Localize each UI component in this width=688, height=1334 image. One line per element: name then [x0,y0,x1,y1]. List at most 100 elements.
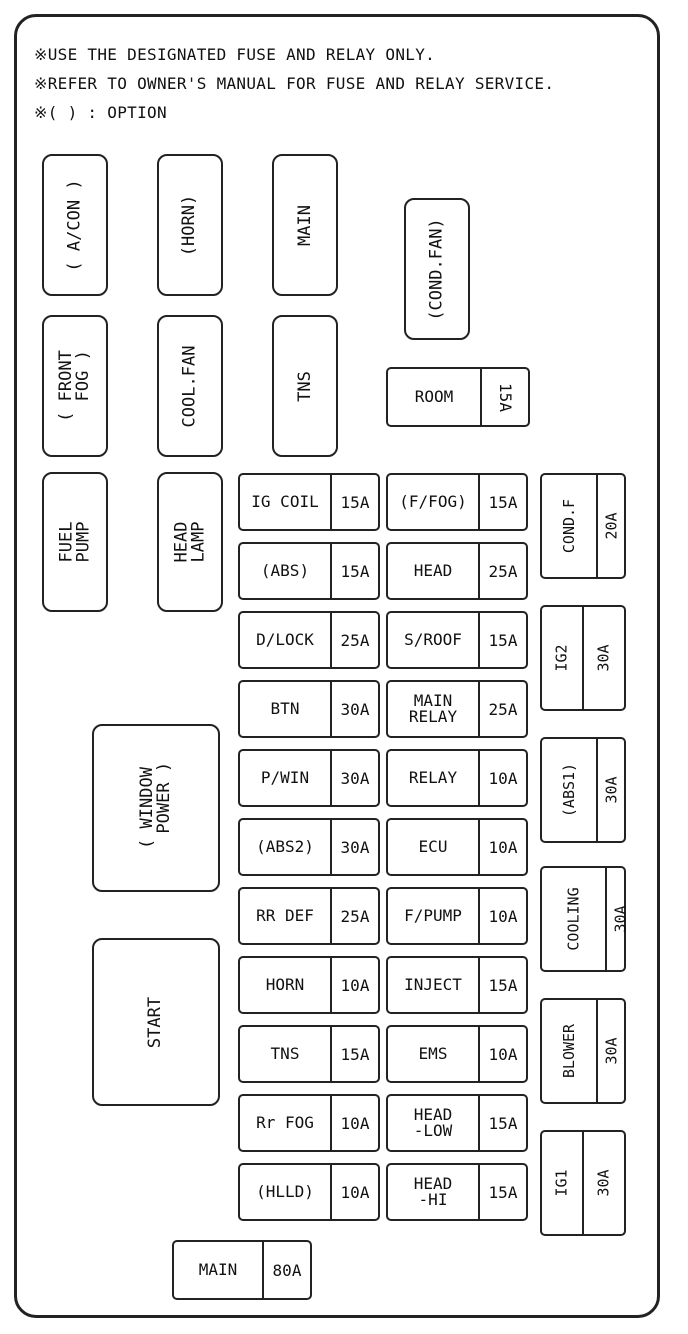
relay-tns: TNS [272,315,338,457]
fuse-name: (ABS) [260,561,310,580]
fuse-amp: 15A [478,475,526,529]
relay-label: ( A/CON ) [64,178,85,272]
notes: ※USE THE DESIGNATED FUSE AND RELAY ONLY.… [34,40,554,127]
relay-head-lamp: HEAD LAMP [157,472,223,612]
fusible-link-1: IG2 30A [540,605,626,711]
link-name: (ABS1) [560,762,579,818]
link-amp-cell: 30A [596,739,625,841]
fuse-name: (F/FOG) [399,492,467,511]
fuse-left-1: (ABS) 15A [238,542,380,600]
relay-front-fog: ( FRONT FOG ) [42,315,108,457]
fuse-right-3: MAIN RELAY 25A [386,680,528,738]
relay-label: HEAD LAMP [170,521,208,563]
fuse-amp: 10A [478,751,526,805]
relay-label: (COND.FAN) [426,217,447,321]
fuse-name: HORN [265,975,305,994]
fuse-left-9: Rr FOG 10A [238,1094,380,1152]
fuse-amp: 15A [478,613,526,667]
relay-start: START [92,938,220,1106]
link-amp-cell: 30A [582,1132,624,1234]
fusible-link-5: IG1 30A [540,1130,626,1236]
fuse-main: MAIN 80A [172,1240,312,1300]
fuse-name: INJECT [404,975,462,994]
link-name: IG2 [553,644,571,672]
fuse-amp: 10A [478,889,526,943]
fusible-link-3: COOLING 30A [540,866,630,972]
fuse-right-4: RELAY 10A [386,749,528,807]
relay-label: START [145,996,166,1048]
fuse-right-10: HEAD -HI 15A [386,1163,528,1221]
fuse-amp: 10A [478,1027,526,1081]
relay-label: COOL.FAN [179,345,200,427]
link-amp: 30A [602,1037,621,1065]
link-amp: 30A [602,776,621,804]
fuse-amp: 15A [478,1165,526,1219]
fuse-left-6: RR DEF 25A [238,887,380,945]
relay-main: MAIN [272,154,338,296]
fuse-right-0: (F/FOG) 15A [386,473,528,531]
fuse-name: RR DEF [256,906,314,925]
link-name-cell: COND.F [542,475,596,577]
fuse-amp: 25A [330,889,378,943]
link-name-cell: IG1 [542,1132,582,1234]
link-amp: 30A [595,644,613,672]
relay-label: MAIN [294,204,315,246]
fuse-amp: 80A [262,1242,310,1298]
relay-label: ( FRONT FOG ) [56,350,93,422]
fuse-name: (ABS2) [256,837,314,856]
relay-fuel-pump: FUEL PUMP [42,472,108,612]
link-amp-cell: 20A [596,475,625,577]
fuse-left-5: (ABS2)30A [238,818,380,876]
fuse-name: D/LOCK [256,630,314,649]
fuse-name: Rr FOG [256,1113,314,1132]
relay-horn: (HORN) [157,154,223,296]
fuse-name: BTN [270,699,300,718]
relay-label: ( WINDOW POWER ) [137,761,174,849]
fuse-name: EMS [418,1044,448,1063]
fuse-name: (HLLD) [256,1182,314,1201]
fuse-amp: 15A [330,544,378,598]
fuse-right-6: F/PUMP 10A [386,887,528,945]
fuse-amp: 10A [330,1096,378,1150]
link-amp-cell: 30A [605,868,634,970]
link-name: IG1 [553,1169,571,1197]
fuse-amp-label: 15A [495,382,515,412]
fuse-right-8: EMS 10A [386,1025,528,1083]
fuse-amp: 30A [330,682,378,736]
relay-label: TNS [294,370,315,402]
link-name-cell: IG2 [542,607,582,709]
fuse-right-9: HEAD -LOW 15A [386,1094,528,1152]
link-amp: 30A [611,905,630,933]
fuse-left-7: HORN 10A [238,956,380,1014]
fuse-name: RELAY [408,768,458,787]
fuse-amp: 15A [480,369,528,425]
note-line: ※USE THE DESIGNATED FUSE AND RELAY ONLY. [34,45,436,64]
fusible-link-2: (ABS1) 30A [540,737,626,843]
link-name-cell: BLOWER [542,1000,596,1102]
link-name-cell: COOLING [542,868,605,970]
fuse-amp: 15A [478,1096,526,1150]
fuse-amp: 10A [330,958,378,1012]
note-line: ※REFER TO OWNER'S MANUAL FOR FUSE AND RE… [34,74,555,93]
link-name: COND.F [560,498,579,554]
relay-cond-fan: (COND.FAN) [404,198,470,340]
link-amp-cell: 30A [596,1000,625,1102]
fuse-name: F/PUMP [404,906,462,925]
fuse-name: HEAD -LOW [413,1105,453,1140]
fuse-name: ROOM [414,387,454,406]
fuse-amp: 15A [330,1027,378,1081]
fuse-amp: 10A [330,1165,378,1219]
fuse-amp: 25A [478,682,526,736]
fuse-name: HEAD -HI [413,1174,453,1209]
fuse-name: HEAD [413,561,453,580]
fuse-name: MAIN RELAY [408,691,458,726]
link-name: BLOWER [560,1023,579,1079]
